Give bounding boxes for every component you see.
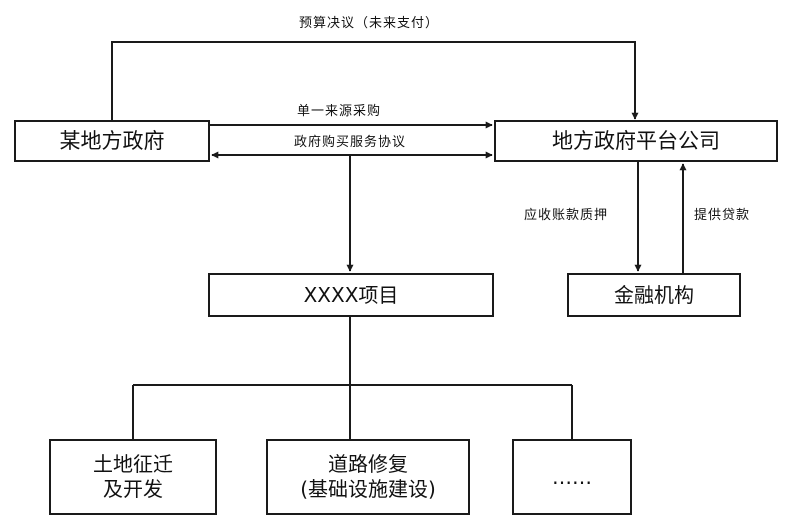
financial-institution-node: 金融机构 xyxy=(567,273,741,317)
project-label: XXXX项目 xyxy=(303,282,399,307)
local-government-node: 某地方政府 xyxy=(14,120,210,162)
service-agreement-label: 政府购买服务协议 xyxy=(294,135,407,150)
road-repair-node: 道路修复 (基础设施建设) xyxy=(266,439,470,515)
road-repair-label: 道路修复 (基础设施建设) xyxy=(300,452,436,501)
project-node: XXXX项目 xyxy=(208,273,494,317)
procurement-label: 单一来源采购 xyxy=(297,104,382,119)
platform-company-node: 地方政府平台公司 xyxy=(494,120,778,162)
financial-institution-label: 金融机构 xyxy=(614,282,694,307)
land-acquisition-node: 土地征迁 及开发 xyxy=(49,439,217,515)
local-government-label: 某地方政府 xyxy=(59,128,165,153)
loan-label: 提供贷款 xyxy=(694,208,751,223)
platform-company-label: 地方政府平台公司 xyxy=(552,128,720,153)
pledge-label: 应收账款质押 xyxy=(524,208,609,223)
more-items-label: …… xyxy=(552,464,592,489)
budget-resolution-arrow xyxy=(111,41,639,120)
land-acquisition-label: 土地征迁 及开发 xyxy=(93,452,173,501)
more-items-node: …… xyxy=(512,439,632,515)
budget-resolution-label: 预算决议（未来支付） xyxy=(299,16,440,31)
